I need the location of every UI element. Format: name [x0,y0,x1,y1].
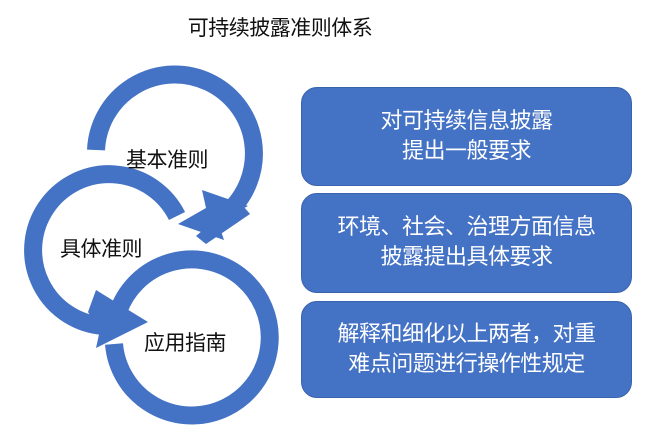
curved-arrow-icon [24,165,186,348]
box-line: 环境、社会、治理方面信息 [337,215,596,240]
diagram-title: 可持续披露准则体系 [187,16,373,40]
cycle-item-basic-standards: 基本准则 [126,148,209,172]
box-line: 解释和细化以上两者，对重 [337,321,596,347]
box-line: 对可持续信息披露 [380,108,553,134]
description-box-specific: 环境、社会、治理方面信息 披露提出具体要求 [301,193,632,293]
description-box-guide: 解释和细化以上两者，对重 难点问题进行操作性规定 [301,301,632,398]
curved-arrow-icon [87,65,263,244]
cycle-item-application-guide: 应用指南 [144,331,227,355]
description-box-basic: 对可持续信息披露 提出一般要求 [301,87,632,186]
box-line: 披露提出具体要求 [380,245,553,270]
curved-arrow-icon [105,250,279,425]
box-line: 难点问题进行操作性规定 [348,351,585,377]
box-line: 提出一般要求 [401,138,532,164]
cycle-item-specific-standards: 具体准则 [60,237,143,261]
